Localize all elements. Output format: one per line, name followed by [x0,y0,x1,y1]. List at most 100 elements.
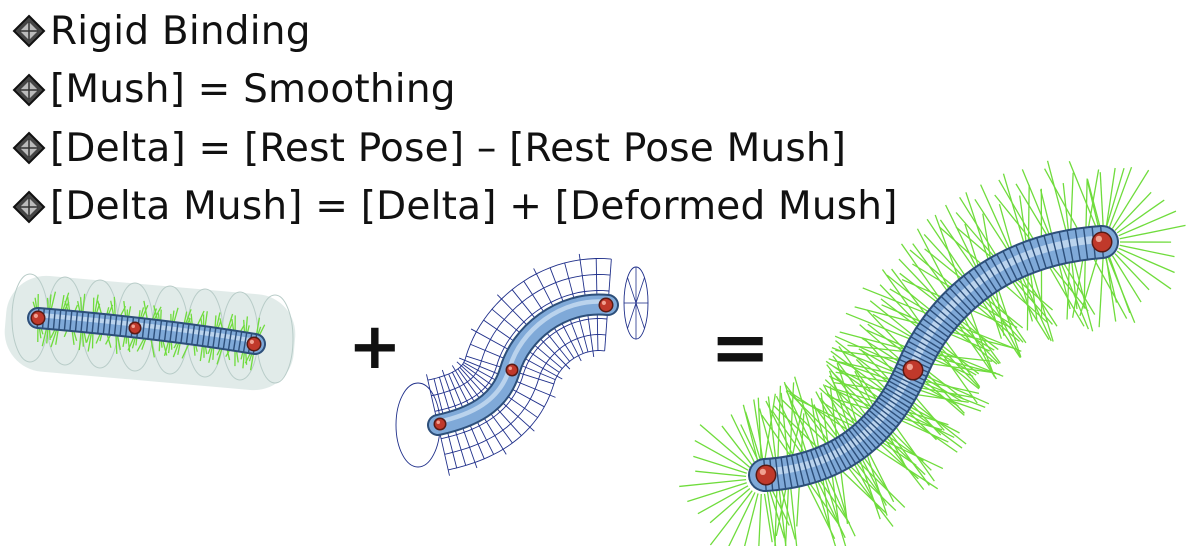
wire-spoke [627,277,637,304]
result-hair [1012,281,1050,340]
rest-ring [191,324,196,345]
result-hair [1105,168,1125,227]
joint-highlight [906,363,913,370]
result-hair [900,419,949,443]
result-hair [1073,261,1094,332]
rest-ring [174,322,179,343]
result-hair [834,388,877,403]
rest-ring [74,311,79,332]
result-ring [990,257,1008,286]
rest-hair [249,352,255,371]
result-ring [822,444,838,475]
result-end-hair [709,487,751,524]
result-hair [888,434,909,471]
joint-sphere [32,312,44,324]
result-hair [969,310,995,377]
result-hair [916,228,950,290]
result-end-hair [757,397,762,463]
result-ring [837,436,857,465]
result-hair [824,379,865,417]
result-ring [848,429,869,456]
result-hair [835,340,889,383]
result-end-hair [1119,224,1186,240]
result-ring [1015,245,1029,276]
result-ring [1002,250,1018,281]
result-ring [875,400,903,421]
result-hair [987,296,1002,339]
result-ring [880,393,908,413]
result-hair [818,387,858,424]
rest-hair [50,328,58,348]
joint-highlight [249,339,254,344]
result-hair [847,344,905,353]
result-hair [991,294,1027,344]
rest-ring [147,319,151,340]
result-hair [833,474,847,515]
result-hair [940,347,981,389]
result-hair [939,219,975,269]
result-end-hair [1098,257,1104,328]
result-end-hair [730,414,756,464]
result-hair [912,401,967,445]
result-ring [865,412,891,436]
rest-hair [184,309,192,326]
result-hair [1070,172,1074,231]
rest-hair [87,331,93,352]
result-hair [841,470,887,514]
rest-hair [127,335,135,351]
result-end-hair [1118,210,1177,237]
result-end-hair [693,455,747,474]
equals-operator: = [710,305,771,389]
rest-hair [79,297,83,314]
result-hair [886,437,926,476]
result-hair [834,335,898,365]
result-hair [901,278,943,298]
result-hair [830,397,872,410]
result-end-hair [679,478,747,488]
result-hair [892,431,932,471]
rest-hair [81,330,84,347]
result-ring [1043,235,1054,267]
rest-hair [82,293,86,314]
result-hair [1026,273,1029,331]
joint-sphere [1093,233,1111,251]
joint-sphere [435,419,445,429]
result-hair [994,194,1032,242]
rest-ring [80,311,84,332]
result-hair [829,386,838,440]
result-hair [849,465,897,512]
rest-hair [212,346,215,360]
joint-highlight [33,313,39,318]
joint-sphere [757,466,775,484]
result-end-hair [1111,255,1142,303]
result-ring [1036,237,1047,269]
result-ring [932,304,959,327]
result-hair [1087,169,1100,228]
rest-hair [67,296,71,313]
rest-ring [163,321,168,342]
result-hair [824,478,847,546]
result-ring [888,380,918,397]
result-ring [873,403,900,425]
bullet-text: [Mush] = Smoothing [50,67,456,113]
rest-ring [47,308,51,329]
result-hair [923,379,965,416]
result-hair [866,329,906,348]
rest-hair [113,296,116,317]
result-ring [1058,231,1067,264]
result-hair [936,354,980,390]
result-hair [924,248,962,279]
result-ring [978,264,998,292]
result-hair [955,226,993,259]
wire-spoke [635,277,645,304]
wire-spoke [635,302,645,329]
rest-hair [215,312,221,330]
result-hair [889,288,929,313]
wire-longitude [427,258,612,381]
rest-hair [94,294,99,315]
result-hair [980,184,1010,249]
rest-hair [143,300,149,321]
rest-hair [255,317,261,336]
result-hair [1002,173,1025,243]
